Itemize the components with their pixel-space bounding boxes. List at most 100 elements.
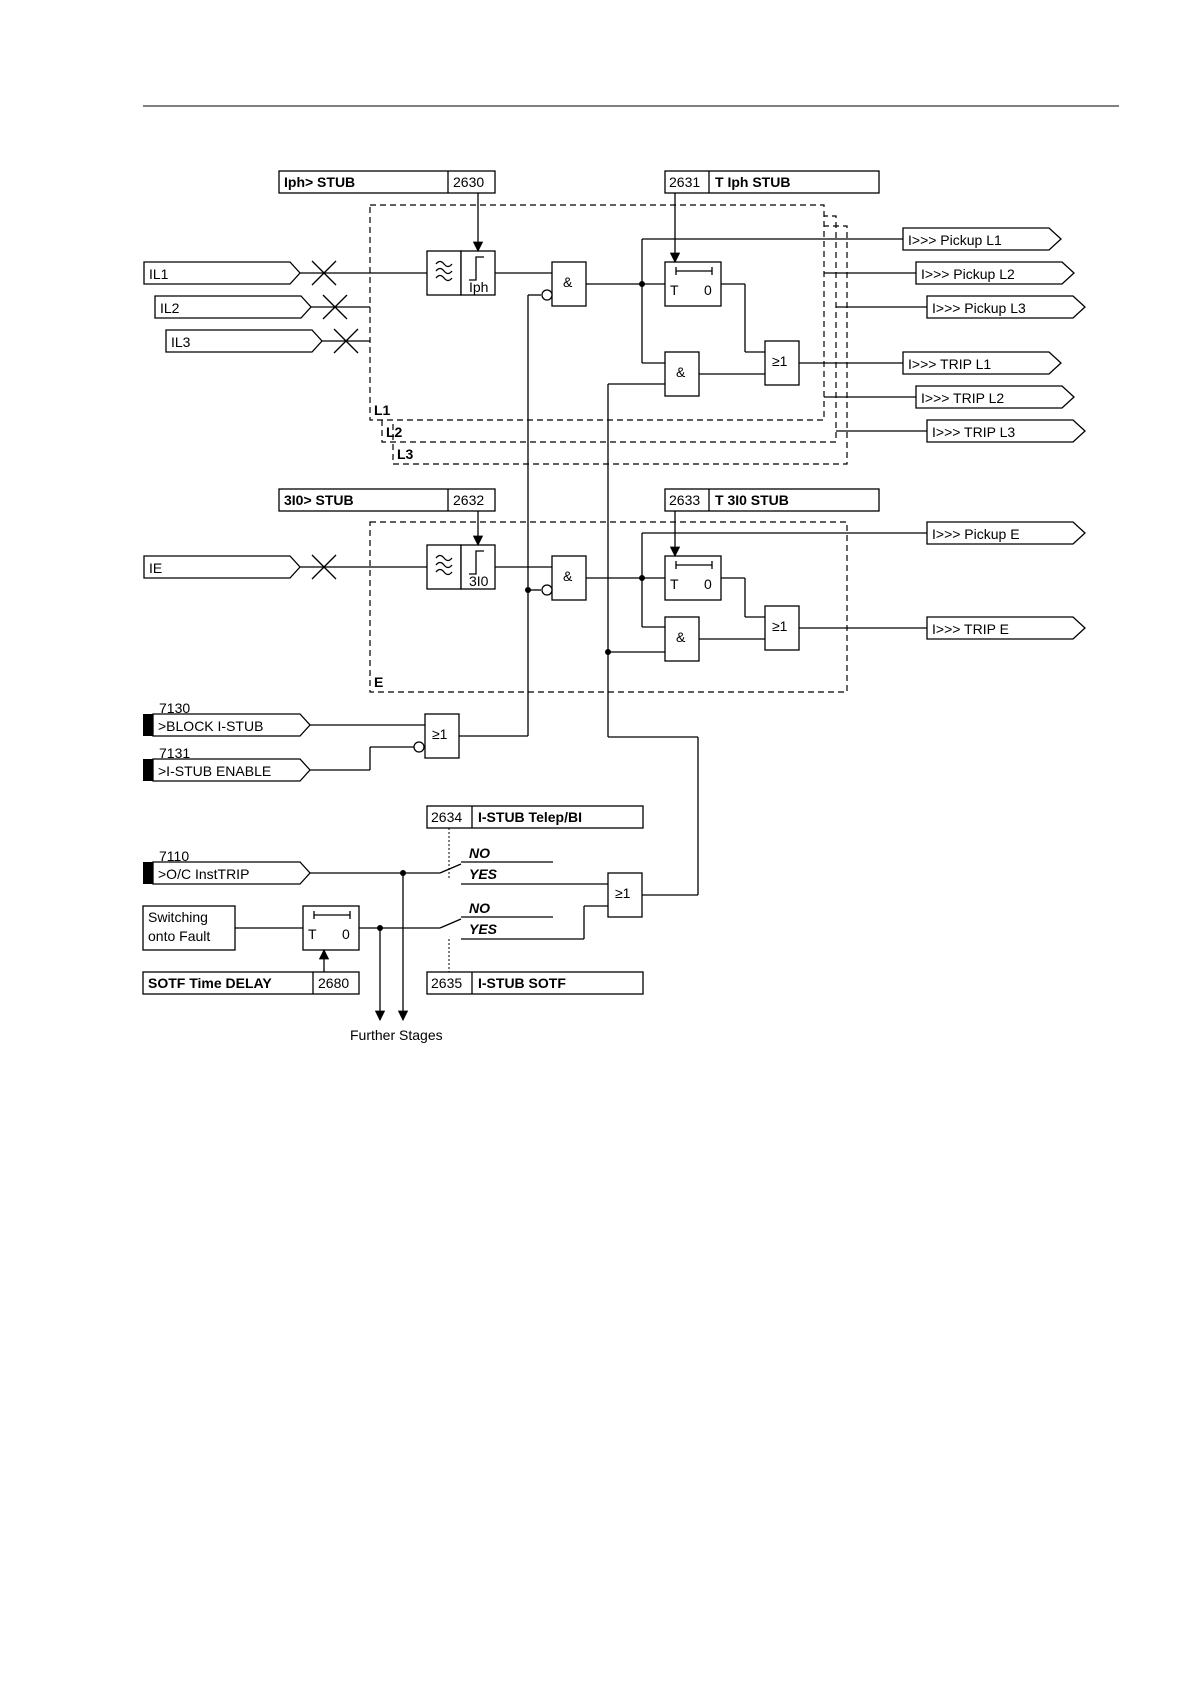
output-trip-l2: I>>> TRIP L2	[915, 385, 1075, 409]
svg-text:I-STUB Telep/BI: I-STUB Telep/BI	[478, 809, 582, 825]
cross-il2	[322, 294, 348, 320]
param-t-3i0-stub[interactable]: 2633 T 3I0 STUB	[664, 488, 880, 512]
svg-text:I>>> TRIP L2: I>>> TRIP L2	[921, 390, 1004, 406]
svg-text:I>>> Pickup L3: I>>> Pickup L3	[932, 300, 1026, 316]
filter-block-phase	[426, 250, 462, 296]
svg-text:I>>> Pickup E: I>>> Pickup E	[932, 526, 1020, 542]
output-trip-l3: I>>> TRIP L3	[926, 419, 1086, 443]
cross-ie	[311, 554, 337, 580]
and-gate-earth-2: &	[664, 616, 700, 662]
svg-text:>O/C InstTRIP: >O/C InstTRIP	[158, 866, 249, 882]
svg-text:I>>> Pickup L2: I>>> Pickup L2	[921, 266, 1015, 282]
output-pickup-l1: I>>> Pickup L1	[902, 227, 1062, 251]
output-trip-e: I>>> TRIP E	[926, 616, 1086, 640]
svg-text:T Iph STUB: T Iph STUB	[715, 174, 790, 190]
filter-block-earth	[426, 544, 462, 590]
further-stages-label: Further Stages	[350, 1027, 443, 1043]
negation-earth	[541, 584, 553, 596]
output-trip-l1: I>>> TRIP L1	[902, 351, 1062, 375]
input-oc-insttrip: 7110 >O/C InstTRIP	[143, 848, 311, 885]
svg-text:2632: 2632	[453, 492, 484, 508]
param-t-iph-stub[interactable]: 2631 T Iph STUB	[664, 170, 880, 194]
input-il1: IL1	[143, 261, 301, 285]
svg-text:T: T	[670, 282, 679, 298]
or-gate-phase: ≥1	[764, 340, 800, 386]
svg-text:onto Fault: onto Fault	[148, 928, 210, 944]
cross-il3	[333, 328, 359, 354]
svg-text:I>>> TRIP E: I>>> TRIP E	[932, 621, 1009, 637]
svg-text:IL3: IL3	[171, 334, 191, 350]
svg-text:0: 0	[704, 576, 712, 592]
svg-text:&: &	[676, 364, 686, 380]
param-3i0-stub[interactable]: 3I0> STUB 2632	[278, 488, 496, 512]
sotf-no: NO	[469, 900, 490, 916]
telep-no: NO	[469, 845, 490, 861]
threshold-block-earth: 3I0	[460, 544, 496, 590]
svg-text:IL2: IL2	[160, 300, 180, 316]
output-pickup-l3: I>>> Pickup L3	[926, 295, 1086, 319]
svg-text:T: T	[670, 576, 679, 592]
and-gate-phase: &	[551, 261, 587, 307]
svg-text:SOTF Time DELAY: SOTF Time DELAY	[148, 975, 272, 991]
svg-text:3I0> STUB: 3I0> STUB	[284, 492, 354, 508]
svg-text:2635: 2635	[431, 975, 462, 991]
svg-text:T 3I0 STUB: T 3I0 STUB	[715, 492, 789, 508]
svg-text:2631: 2631	[669, 174, 700, 190]
svg-text:&: &	[563, 274, 573, 290]
svg-text:>BLOCK I-STUB: >BLOCK I-STUB	[158, 718, 263, 734]
input-il3: IL3	[165, 329, 323, 353]
input-il2: IL2	[154, 295, 312, 319]
output-pickup-l2: I>>> Pickup L2	[915, 261, 1075, 285]
input-i-stub-enable: 7131 >I-STUB ENABLE	[143, 745, 311, 782]
threshold-block-phase: Iph	[460, 250, 496, 296]
frame-l1-label: L1	[374, 402, 391, 418]
svg-text:2634: 2634	[431, 809, 462, 825]
svg-text:≥1: ≥1	[772, 353, 788, 369]
svg-text:≥1: ≥1	[432, 726, 448, 742]
svg-text:I-STUB SOTF: I-STUB SOTF	[478, 975, 566, 991]
negation-phase	[541, 289, 553, 301]
frame-l3-label: L3	[397, 446, 414, 462]
svg-text:>I-STUB ENABLE: >I-STUB ENABLE	[158, 763, 271, 779]
or-gate-sotf: ≥1	[607, 872, 643, 918]
svg-text:&: &	[676, 629, 686, 645]
svg-text:Switching: Switching	[148, 909, 208, 925]
svg-text:Iph> STUB: Iph> STUB	[284, 174, 355, 190]
svg-text:Iph: Iph	[469, 279, 488, 295]
and-gate-phase-2: &	[664, 351, 700, 397]
svg-text:0: 0	[704, 282, 712, 298]
svg-text:I>>> TRIP L3: I>>> TRIP L3	[932, 424, 1015, 440]
svg-text:7131: 7131	[159, 745, 190, 761]
param-iph-stub[interactable]: Iph> STUB 2630	[278, 170, 496, 194]
svg-text:≥1: ≥1	[772, 618, 788, 634]
svg-text:≥1: ≥1	[615, 885, 631, 901]
svg-text:IE: IE	[149, 560, 162, 576]
input-block-i-stub: 7130 >BLOCK I-STUB	[143, 700, 311, 737]
frame-l2-label: L2	[386, 424, 403, 440]
svg-text:&: &	[563, 568, 573, 584]
svg-text:7110: 7110	[159, 848, 189, 864]
negation-enable	[413, 741, 425, 753]
cross-il1	[311, 260, 337, 286]
svg-text:0: 0	[342, 926, 350, 942]
svg-text:7130: 7130	[159, 700, 190, 716]
svg-text:I>>> Pickup L1: I>>> Pickup L1	[908, 232, 1002, 248]
svg-text:2630: 2630	[453, 174, 484, 190]
svg-text:T: T	[308, 926, 317, 942]
input-switching-onto-fault: Switching onto Fault	[142, 905, 236, 951]
svg-text:2633: 2633	[669, 492, 700, 508]
timer-phase: T 0	[664, 261, 722, 307]
timer-sotf: T 0	[302, 905, 360, 951]
svg-text:I>>> TRIP L1: I>>> TRIP L1	[908, 356, 991, 372]
or-gate-block: ≥1	[424, 713, 460, 759]
frame-e-label: E	[374, 674, 383, 690]
param-i-stub-sotf[interactable]: 2635 I-STUB SOTF	[426, 971, 644, 995]
svg-text:IL1: IL1	[149, 266, 169, 282]
telep-yes: YES	[469, 866, 498, 882]
param-i-stub-telep-bi[interactable]: 2634 I-STUB Telep/BI	[426, 805, 644, 829]
param-sotf-time-delay[interactable]: SOTF Time DELAY 2680	[142, 971, 360, 995]
timer-earth: T 0	[664, 555, 722, 601]
svg-text:2680: 2680	[318, 975, 349, 991]
svg-text:3I0: 3I0	[469, 573, 489, 589]
